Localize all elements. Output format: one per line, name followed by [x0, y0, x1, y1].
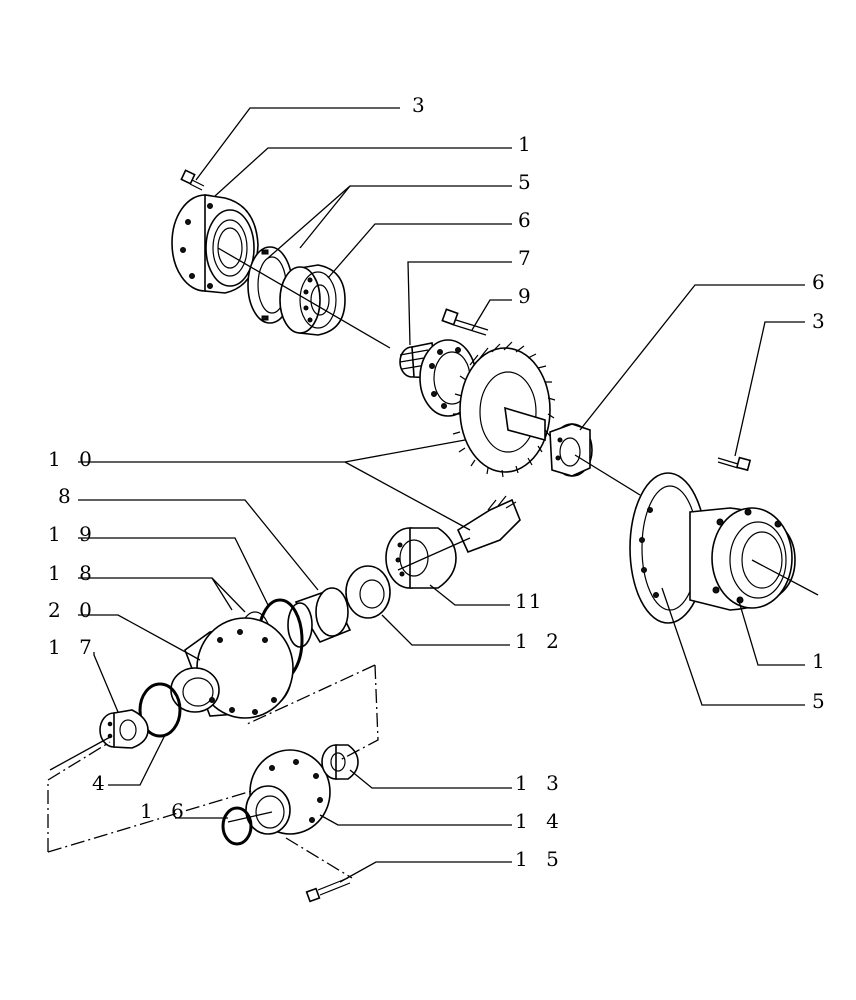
callout-11: 11 — [515, 589, 542, 613]
callout-5-right: 5 — [812, 689, 831, 713]
washer-12 — [345, 565, 391, 619]
callout-16: 1 6 — [140, 799, 190, 823]
assembly-axis-lines — [47, 247, 819, 879]
callout-1-top: 1 — [518, 132, 537, 156]
callout-9: 9 — [518, 284, 537, 308]
housing-flange-upper-left — [171, 194, 259, 294]
callout-4: 4 — [92, 771, 111, 795]
callout-19: 1 9 — [48, 522, 98, 546]
callout-15: 1 5 — [515, 847, 565, 871]
bearing-right — [504, 406, 593, 477]
callout-8: 8 — [58, 484, 77, 508]
callout-12: 1 2 — [515, 629, 565, 653]
callout-labels: 3 1 5 6 7 9 6 3 1 0 8 1 9 1 8 2 0 1 7 11… — [48, 93, 831, 871]
callout-17: 1 7 — [48, 635, 98, 659]
bearing-13 — [321, 744, 359, 780]
bearing-upper — [279, 264, 346, 336]
housing-flange-right — [629, 472, 796, 624]
leader-lines — [78, 107, 805, 883]
small-bevel-pinion — [456, 495, 521, 554]
bolt-9 — [441, 308, 489, 336]
callout-13: 1 3 — [515, 771, 565, 795]
callout-5-top: 5 — [518, 170, 537, 194]
callout-1-right: 1 — [812, 649, 831, 673]
bolt-right — [717, 456, 752, 472]
o-ring-4 — [138, 682, 182, 738]
callout-3-top: 3 — [412, 93, 431, 117]
sleeve-8 — [287, 587, 352, 648]
callout-14: 1 4 — [515, 809, 565, 833]
callout-6-right: 6 — [812, 270, 831, 294]
callout-3-right: 3 — [812, 309, 831, 333]
callout-10: 1 0 — [48, 447, 98, 471]
ring-16 — [221, 806, 253, 846]
callout-20: 2 0 — [48, 598, 98, 622]
bolt-upper-left — [180, 169, 205, 191]
housing-14 — [245, 749, 331, 835]
callout-6-top: 6 — [518, 208, 537, 232]
bearing-17 — [99, 709, 149, 749]
housing-20 — [170, 617, 294, 719]
bolt-15 — [305, 877, 351, 903]
callout-18: 1 8 — [48, 561, 98, 585]
bearing-11 — [385, 527, 457, 589]
callout-7: 7 — [518, 246, 537, 270]
